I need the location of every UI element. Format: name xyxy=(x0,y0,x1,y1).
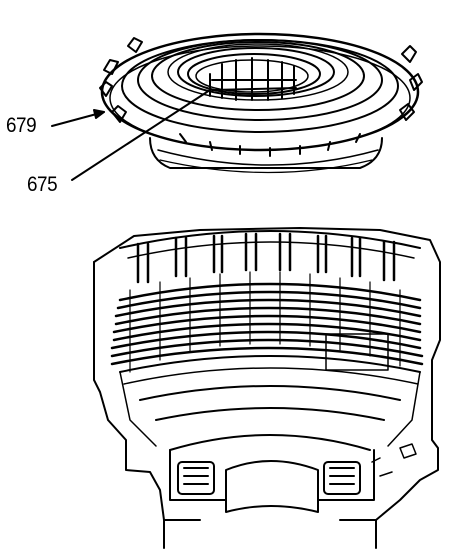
clutch-housing-cutaway xyxy=(93,227,441,549)
clutch-piston-assembly xyxy=(99,32,423,174)
leader-line-675 xyxy=(71,89,211,181)
callout-label-679: 679 xyxy=(6,114,37,137)
leader-arrow-679 xyxy=(93,109,105,119)
leader-lines xyxy=(51,89,211,181)
callout-label-675: 675 xyxy=(27,173,58,196)
